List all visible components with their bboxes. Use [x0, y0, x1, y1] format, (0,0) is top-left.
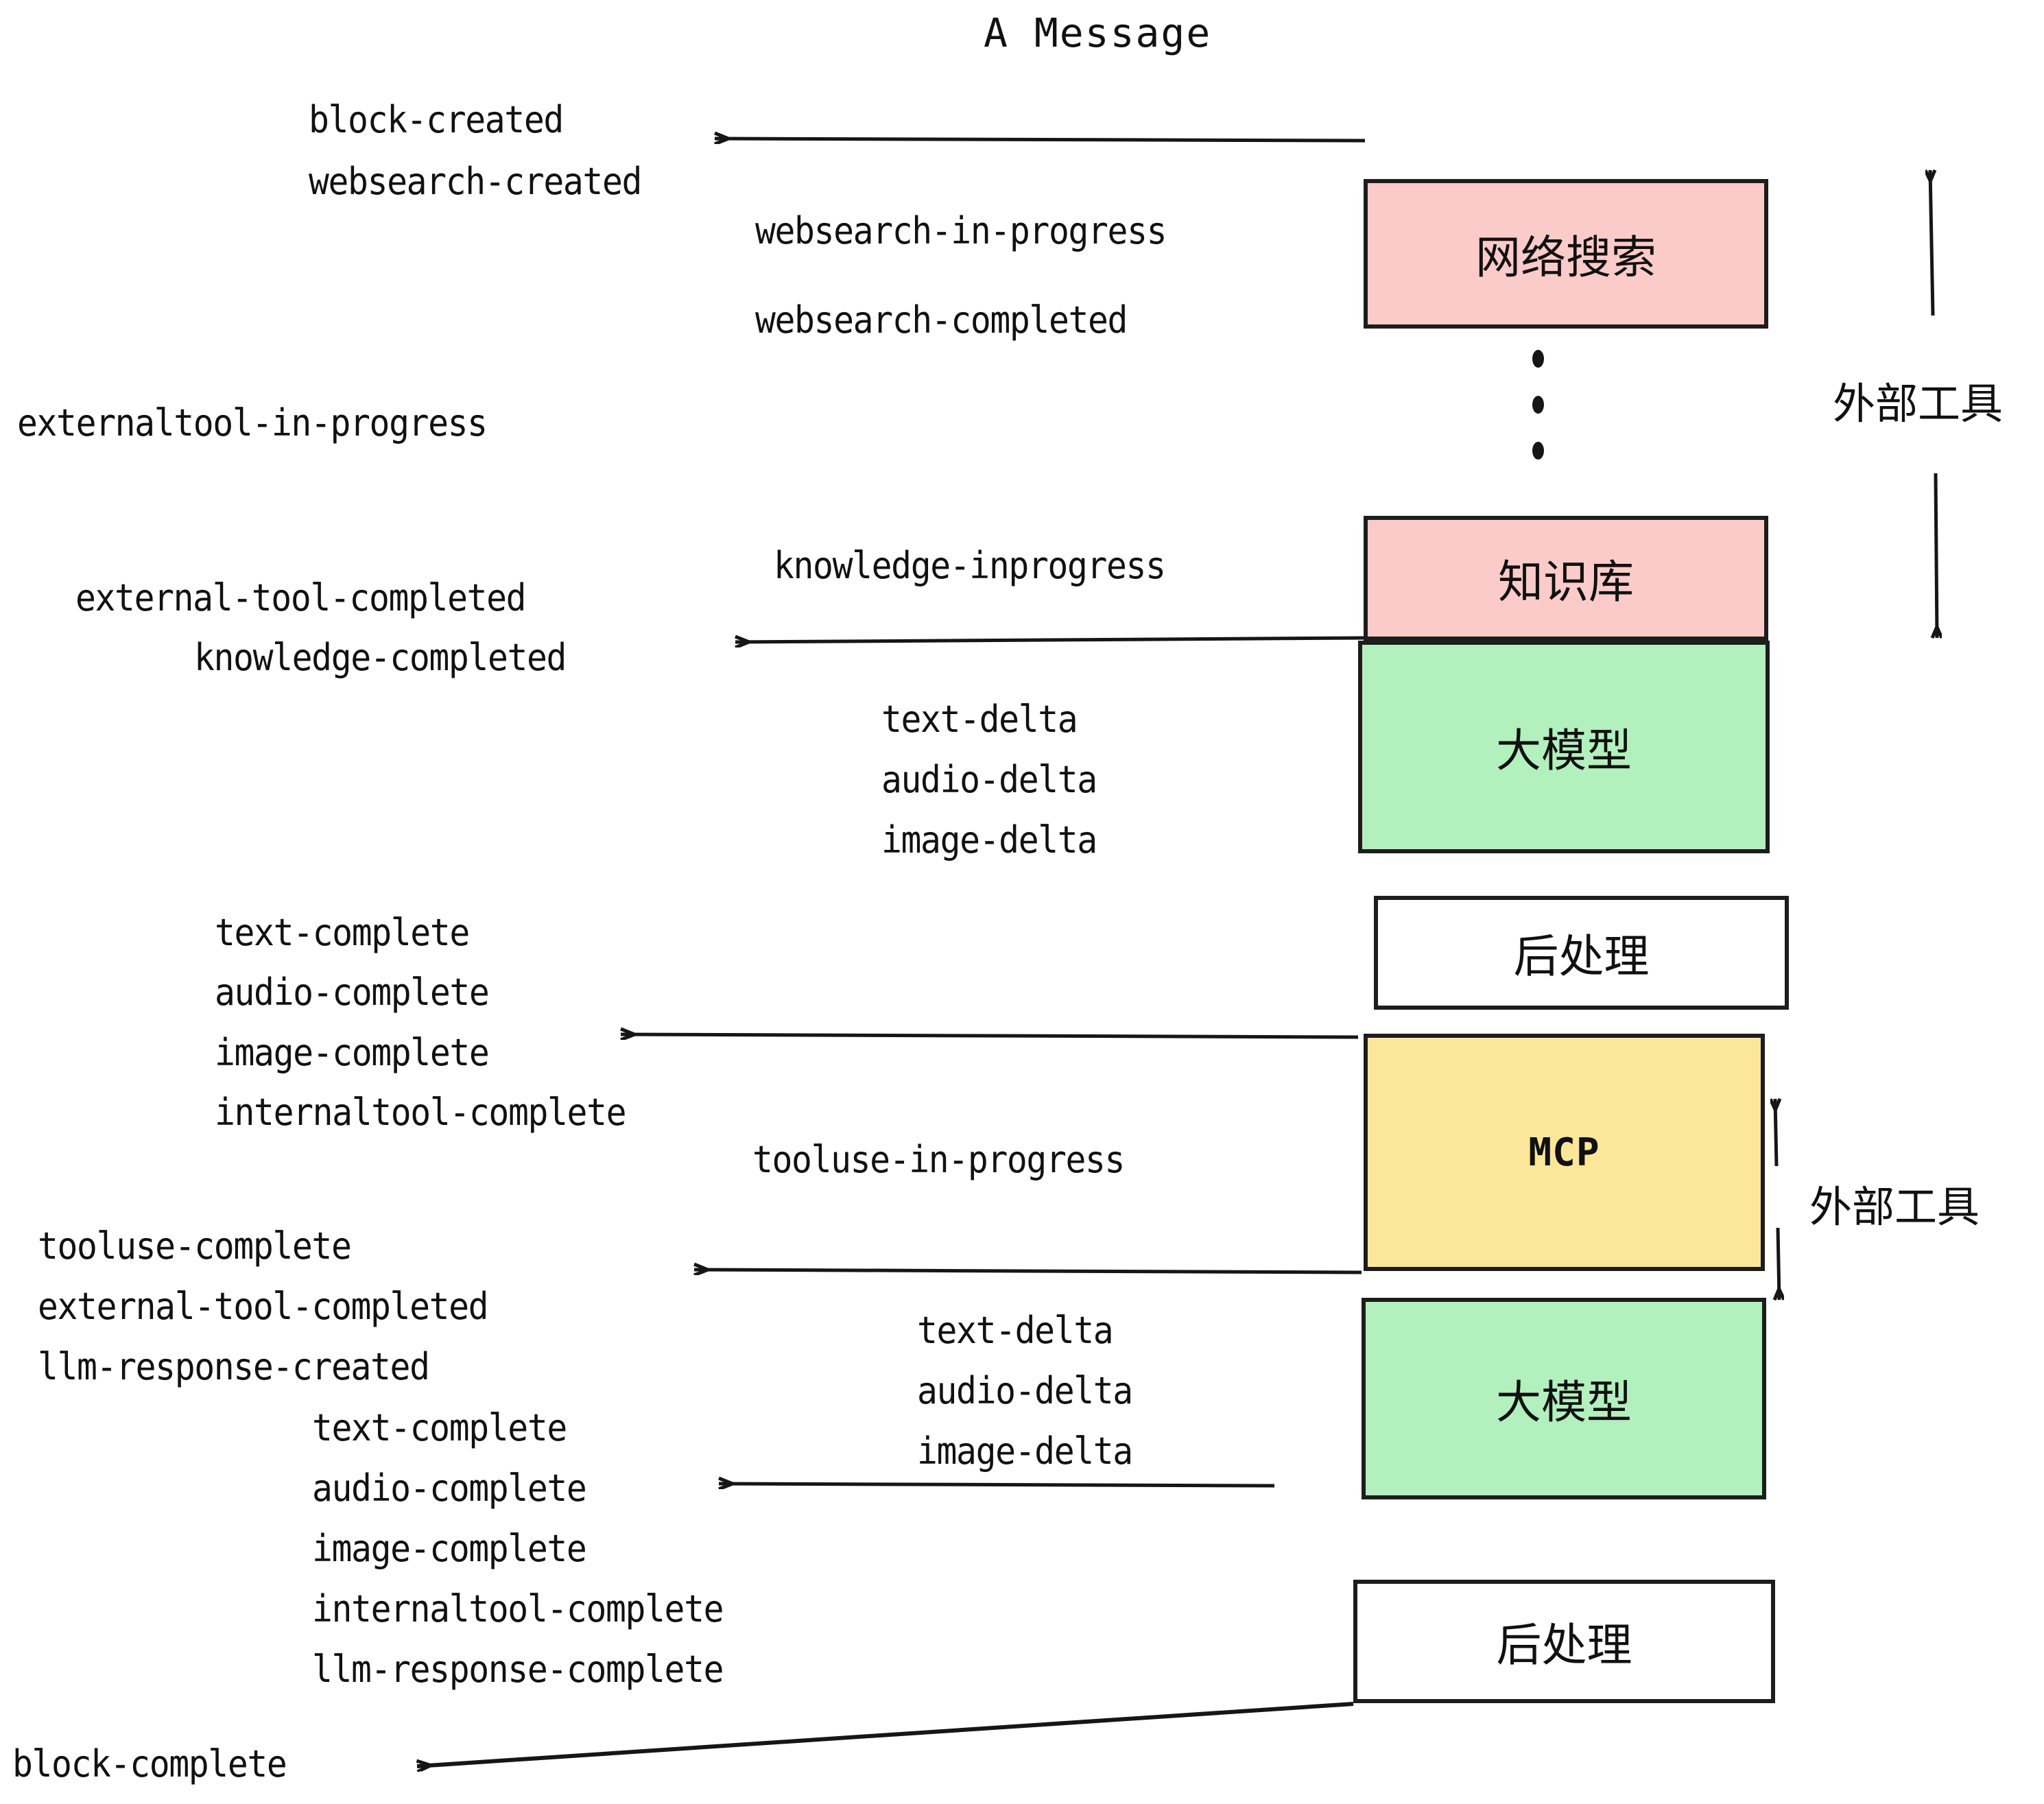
box-label: 大模型 — [1496, 1376, 1632, 1429]
event-websearch-in-progress: websearch-in-progress — [755, 209, 1167, 252]
event-llm-response-created: llm-response-created — [38, 1345, 430, 1388]
box-label: 知识库 — [1498, 556, 1634, 608]
ellipsis-dots — [1531, 350, 1545, 460]
event-image-complete-2: image-complete — [312, 1527, 587, 1570]
annotation-label: 外部工具 — [1809, 1182, 1980, 1232]
box-label: 网络搜索 — [1475, 231, 1656, 284]
event-tooluse-complete: tooluse-complete — [38, 1224, 352, 1268]
box-knowledge: 知识库 — [1364, 516, 1768, 641]
event-external-tool-completed-2: external-tool-completed — [38, 1285, 489, 1328]
event-text-complete-2: text-complete — [312, 1406, 567, 1449]
page-title: A Message — [984, 10, 1212, 56]
event-tooluse-in-progress: tooluse-in-progress — [752, 1138, 1125, 1181]
event-internaltool-complete-1: internaltool-complete — [215, 1091, 627, 1134]
annotation-external-tool-bottom: 外部工具 — [1809, 1172, 1980, 1234]
annotation-external-tool-top: 外部工具 — [1833, 369, 2003, 431]
event-image-delta-2: image-delta — [917, 1429, 1133, 1473]
box-label: 后处理 — [1513, 930, 1650, 983]
box-post-top: 后处理 — [1374, 896, 1789, 1010]
event-block-complete: block-complete — [12, 1742, 287, 1785]
event-internaltool-complete-2: internaltool-complete — [312, 1587, 724, 1630]
annotation-label: 外部工具 — [1833, 379, 2004, 429]
event-text-delta-1: text-delta — [881, 698, 1078, 741]
event-image-complete-1: image-complete — [215, 1031, 490, 1074]
event-text-delta-2: text-delta — [917, 1309, 1114, 1352]
dot — [1532, 442, 1544, 460]
event-llm-response-complete: llm-response-complete — [312, 1648, 724, 1691]
event-externaltool-in-progress: externaltool-in-progress — [17, 401, 488, 444]
event-audio-delta-2: audio-delta — [917, 1369, 1133, 1412]
event-text-complete-1: text-complete — [215, 911, 470, 954]
event-knowledge-completed: knowledge-completed — [194, 636, 567, 679]
box-websearch: 网络搜索 — [1364, 179, 1768, 329]
box-mcp: MCP — [1364, 1034, 1765, 1271]
box-label: 后处理 — [1496, 1619, 1632, 1672]
event-external-tool-completed-1: external-tool-completed — [75, 576, 527, 619]
event-websearch-completed: websearch-completed — [755, 298, 1128, 342]
event-websearch-created: websearch-created — [309, 160, 642, 203]
dot — [1532, 396, 1544, 414]
box-llm-top: 大模型 — [1358, 641, 1770, 853]
box-llm-bottom: 大模型 — [1362, 1298, 1766, 1499]
box-label: MCP — [1528, 1130, 1600, 1175]
event-audio-delta-1: audio-delta — [881, 758, 1097, 801]
box-label: 大模型 — [1496, 724, 1632, 777]
dot — [1532, 350, 1544, 368]
event-audio-complete-1: audio-complete — [215, 971, 490, 1014]
event-image-delta-1: image-delta — [881, 818, 1097, 862]
event-block-created: block-created — [309, 98, 564, 141]
box-post-bottom: 后处理 — [1353, 1580, 1775, 1703]
event-audio-complete-2: audio-complete — [312, 1467, 587, 1510]
event-knowledge-inprogress: knowledge-inprogress — [774, 544, 1166, 587]
